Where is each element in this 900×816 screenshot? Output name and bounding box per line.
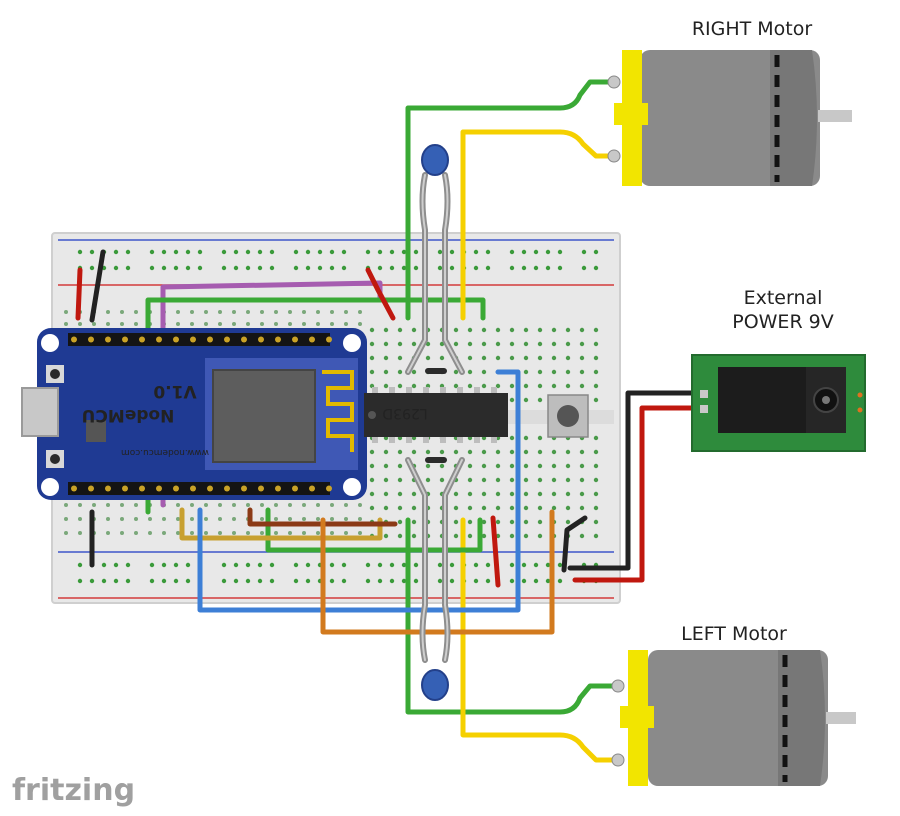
brown-wire	[247, 507, 398, 527]
blue-wire	[197, 369, 521, 613]
capacitors	[405, 144, 465, 701]
power-red-wire	[572, 405, 708, 583]
yellow-wire-left-motor	[460, 517, 615, 763]
board-version: V1.0	[153, 381, 196, 401]
push-button	[547, 394, 589, 438]
fritzing-watermark: fritzing	[12, 773, 135, 808]
black-wire-top	[89, 249, 106, 323]
header-pins	[71, 336, 332, 492]
orange-wire	[320, 509, 555, 635]
green-wire-left-motor	[405, 517, 615, 715]
power-label-line1: External	[744, 287, 823, 309]
right-motor-label: RIGHT Motor	[692, 18, 813, 40]
l293d-chip: L293D	[364, 387, 508, 443]
power-label-line2: POWER 9V	[732, 311, 834, 333]
yellow-wire-right-motor	[460, 129, 615, 321]
left-motor: LEFT Motor	[611, 623, 856, 786]
chip-label: L293D	[382, 405, 427, 421]
capacitor-top	[421, 144, 449, 176]
power-jack: External POWER 9V	[691, 287, 866, 452]
nodemcu-board: NodeMCU V1.0 www.nodemcu.com	[21, 328, 367, 500]
red-wire-top	[75, 267, 83, 321]
green-wire-bottom	[265, 507, 483, 553]
green-wire-right-motor	[405, 79, 615, 321]
black-wire-right	[561, 515, 588, 573]
left-motor-label: LEFT Motor	[681, 623, 787, 645]
board-site: www.nodemcu.com	[121, 447, 209, 457]
power-black-wire	[567, 390, 708, 571]
board-name: NodeMCU	[82, 405, 175, 425]
usb-connector	[21, 387, 59, 437]
ochre-wire	[179, 507, 383, 541]
right-motor: RIGHT Motor	[607, 18, 852, 186]
wires-front	[89, 79, 708, 763]
red-wire-mid	[365, 267, 396, 321]
red-wire-bottom	[490, 515, 501, 588]
capacitor-bottom	[421, 669, 449, 701]
